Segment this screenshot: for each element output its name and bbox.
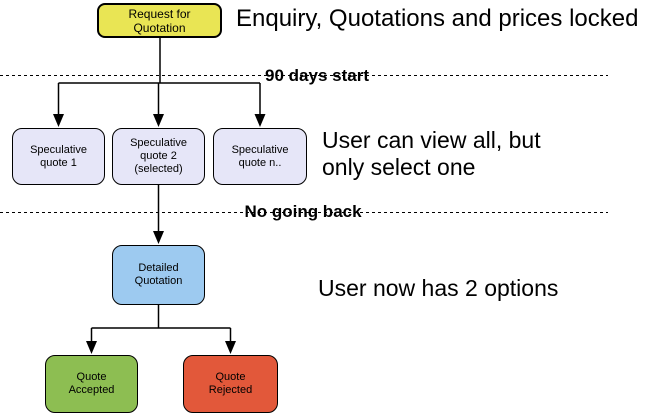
node-label: Detailed Quotation [134,262,183,287]
node-label: Quote Rejected [208,371,253,396]
annotation-two-options: User now has 2 options [318,275,559,301]
node-speculative-quote-1: Speculative quote 1 [12,128,105,185]
node-label: Speculative quote 2 (selected) [130,137,187,175]
arrowhead-icon [153,231,164,244]
node-label: Speculative quote n.. [231,143,289,169]
arrowhead-icon [86,341,97,354]
node-quote-rejected: Quote Rejected [183,355,278,413]
arrowhead-icon [254,114,266,127]
arrowhead-icon [153,114,164,127]
annotation-enquiry: Enquiry, Quotations and prices locked [236,5,639,32]
node-speculative-quote-2: Speculative quote 2 (selected) [112,128,205,185]
node-label: Speculative quote 1 [30,143,87,169]
node-speculative-quote-n: Speculative quote n.. [213,128,307,185]
arrowhead-icon [53,114,64,127]
arrowhead-icon [225,341,236,354]
arrowhead-icons [53,114,266,354]
milestone-no-going-back: No going back [244,202,362,221]
phase-divider-lines [0,75,608,213]
node-label: Request for Quotation [128,6,191,35]
node-request-for-quotation: Request for Quotation [97,3,222,38]
node-detailed-quotation: Detailed Quotation [112,245,205,305]
milestone-90-days-start: 90 days start [265,66,369,85]
annotation-view-all: User can view all, but only select one [322,127,541,180]
node-label: Quote Accepted [68,371,115,396]
flow-lines [57,37,261,343]
node-quote-accepted: Quote Accepted [45,355,138,413]
